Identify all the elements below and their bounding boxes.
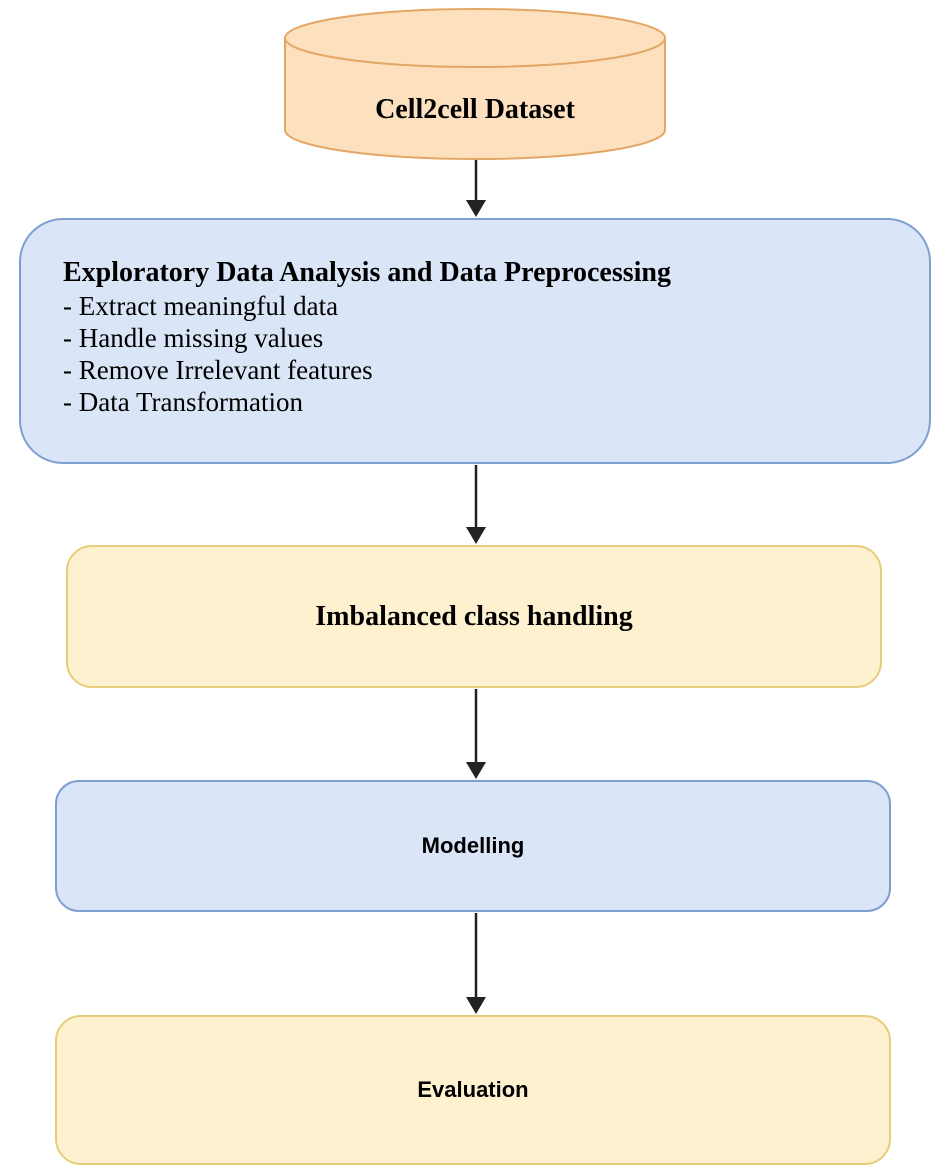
modelling-node: Modelling [55, 780, 891, 912]
dataset-node-label: Cell2cell Dataset [375, 94, 575, 125]
eda-step-item: - Extract meaningful data [63, 291, 339, 321]
eda-step-item: - Handle missing values [63, 323, 324, 353]
eda-node-title: Exploratory Data Analysis and Data Prepr… [63, 257, 671, 288]
arrowhead-modelling-to-evaluation [466, 997, 486, 1014]
dataset-cylinder-shape [284, 8, 666, 160]
arrowhead-dataset-to-eda [466, 200, 486, 217]
imbalanced-handling-node: Imbalanced class handling [66, 545, 882, 688]
modelling-node-label: Modelling [421, 833, 525, 858]
eda-step-item: - Remove Irrelevant features [63, 355, 373, 385]
evaluation-node: Evaluation [55, 1015, 891, 1165]
imbalanced-node-label: Imbalanced class handling [315, 600, 633, 632]
eda-step-item: - Data Transformation [63, 387, 303, 417]
evaluation-node-label: Evaluation [417, 1077, 529, 1102]
arrowhead-imbalanced-to-modelling [466, 762, 486, 779]
eda-preprocessing-node: Exploratory Data Analysis and Data Prepr… [19, 218, 931, 464]
arrowhead-eda-to-imbalanced [466, 527, 486, 544]
